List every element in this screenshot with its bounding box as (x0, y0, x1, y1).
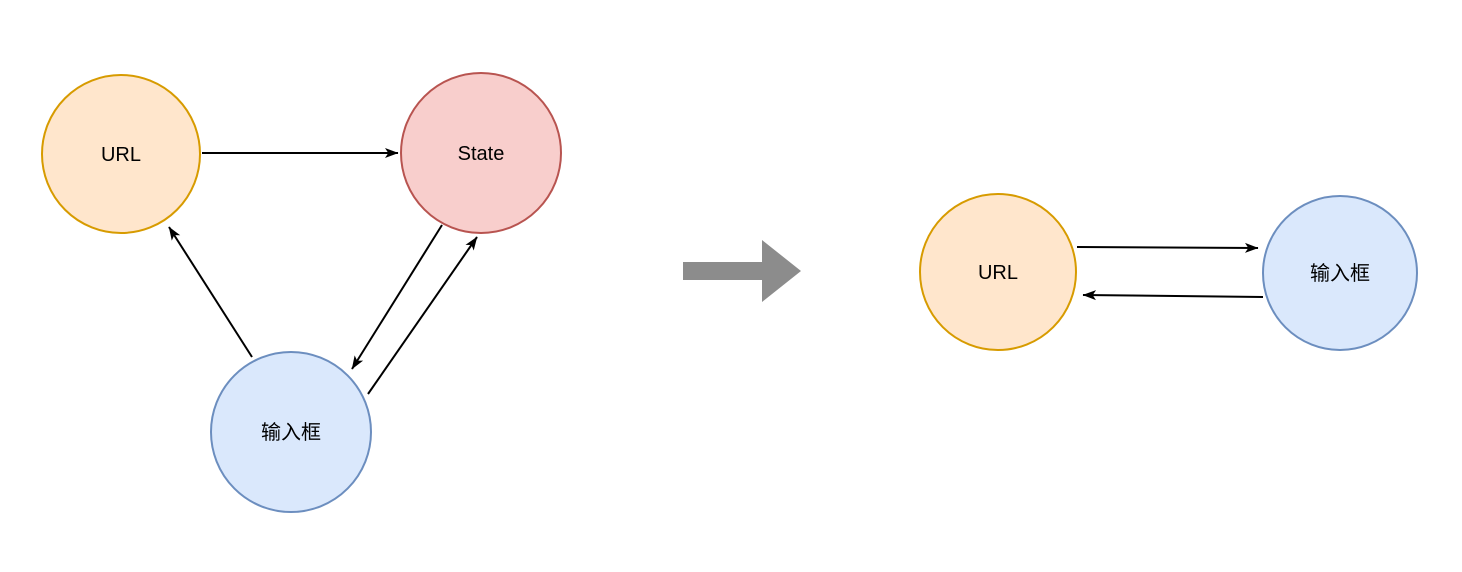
node-url-left-label: URL (101, 144, 141, 166)
right-graph: URL 输入框 (919, 193, 1418, 351)
node-input-box-right-shape (1262, 195, 1418, 351)
node-url-right-label: URL (978, 262, 1018, 284)
node-url-right-shape (919, 193, 1077, 351)
node-url-left-shape (41, 74, 201, 234)
edge-input-box-to-state (367, 236, 478, 395)
node-input-box-left-shape (210, 351, 372, 513)
edge-url-to-input-box (1076, 242, 1259, 253)
left-graph: URL State 输入框 (41, 72, 562, 513)
edge-input-box-to-url-right (1082, 290, 1264, 301)
edge-input-box-to-url (168, 226, 253, 358)
node-state: State (400, 72, 562, 234)
node-input-box-right: 输入框 (1262, 195, 1418, 351)
node-input-box-right-label: 输入框 (1310, 262, 1370, 285)
node-input-box-left-label: 输入框 (261, 421, 321, 444)
right-block-arrow-icon (683, 240, 801, 302)
edge-state-to-input-box (351, 224, 443, 370)
node-state-label: State (458, 143, 505, 165)
node-url-right: URL (919, 193, 1077, 351)
node-state-shape (400, 72, 562, 234)
node-input-box-left: 输入框 (210, 351, 372, 513)
node-url-left: URL (41, 74, 201, 234)
